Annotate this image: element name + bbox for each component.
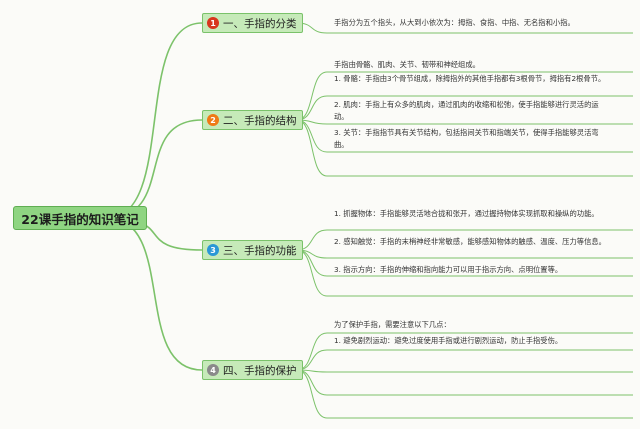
topic-1[interactable]: 1 一、手指的分类 — [202, 13, 303, 33]
topic-3[interactable]: 3 三、手指的功能 — [202, 240, 303, 260]
number-badge-icon: 2 — [207, 114, 219, 126]
leaf-text[interactable]: 1. 避免剧烈运动：避免过度使用手指或进行剧烈运动，防止手指受伤。 — [334, 336, 563, 345]
leaf-connector — [296, 369, 633, 396]
leaf-text[interactable]: 手指由骨骼、肌肉、关节、韧带和神经组成。 — [334, 60, 480, 69]
topic-label: 一、手指的分类 — [223, 17, 297, 30]
leaf-connector — [296, 369, 633, 373]
branch-connector — [106, 22, 203, 219]
leaf-text[interactable]: 3. 关节：手指指节具有关节结构，包括指间关节和指端关节，使得手指能够灵活弯曲。 — [334, 128, 599, 149]
branch-connector — [106, 119, 203, 219]
number-badge-icon: 4 — [207, 364, 219, 376]
branch-connector — [106, 217, 203, 371]
leaf-connector — [296, 249, 633, 259]
leaf-text[interactable]: 2. 肌肉：手指上有众多的肌肉，通过肌肉的收缩和松弛，使手指能够进行灵活的运动。 — [334, 100, 599, 121]
leaf-text[interactable]: 为了保护手指，需要注意以下几点： — [334, 320, 451, 329]
leaf-text[interactable]: 1. 抓握物体：手指能够灵活地合拢和张开，通过握持物体实现抓取和操纵的功能。 — [334, 209, 599, 218]
number-badge-icon: 1 — [207, 17, 219, 29]
topic-label: 二、手指的结构 — [223, 114, 297, 127]
leaf-connector — [296, 369, 633, 419]
topic-4[interactable]: 4 四、手指的保护 — [202, 360, 303, 380]
topic-2[interactable]: 2 二、手指的结构 — [202, 110, 303, 130]
leaf-connector — [296, 349, 633, 371]
leaf-text[interactable]: 手指分为五个指头，从大到小依次为：拇指、食指、中指、无名指和小指。 — [334, 18, 575, 27]
root-topic[interactable]: 22课手指的知识笔记 — [13, 206, 147, 230]
topic-label: 四、手指的保护 — [223, 364, 297, 377]
leaf-text[interactable]: 3. 指示方向：手指的伸缩和指向能力可以用于指示方向、点明位置等。 — [334, 265, 563, 274]
leaf-text[interactable]: 2. 感知触觉：手指的末梢神经非常敏感，能够感知物体的触感、温度、压力等信息。 — [334, 237, 606, 246]
leaf-text[interactable]: 1. 骨骼：手指由3个骨节组成，除拇指外的其他手指都有3根骨节，拇指有2根骨节。 — [334, 74, 606, 83]
number-badge-icon: 3 — [207, 244, 219, 256]
topic-label: 三、手指的功能 — [223, 244, 297, 257]
